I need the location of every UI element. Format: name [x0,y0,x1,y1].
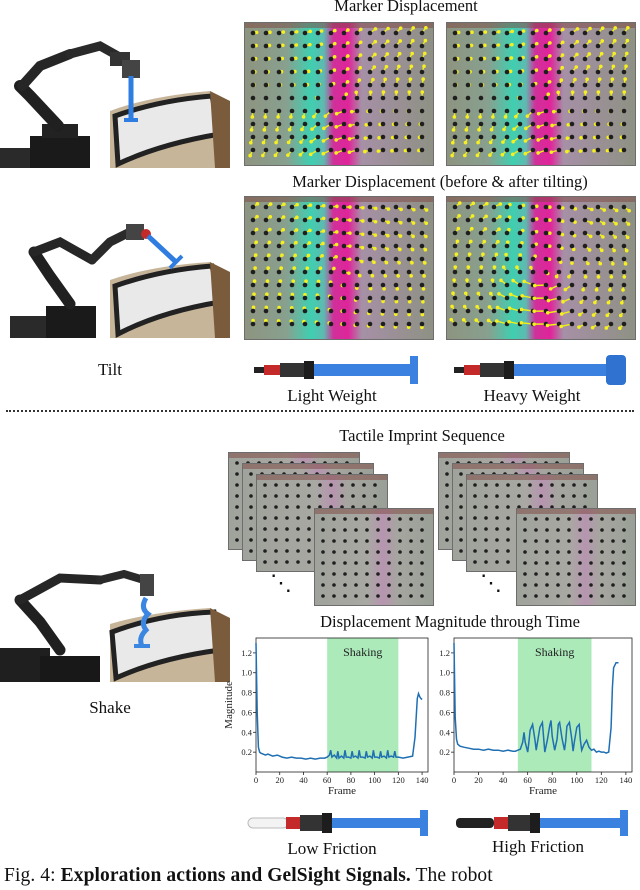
tool-light-weight-image [252,352,424,388]
title-marker-displacement-tilt: Marker Displacement (before & after tilt… [292,172,588,191]
shaking-region [327,638,399,772]
tool-low-friction-image [246,808,436,838]
robot-arm-image-top [0,16,232,168]
gelsight-marker-panel-1 [244,22,434,166]
label-high-friction: High Friction [491,837,585,856]
chart-low-friction: Shaking 0 20 40 60 80 100 120 140 0.2 0.4 0.6 0.8 1.0… [223,632,436,800]
label-light-weight: Light Weight [287,386,377,405]
x-tick-label: 40 [499,775,508,785]
x-tick-label: 140 [416,775,429,785]
caption-bold: Exploration actions and GelSight Signals… [60,865,411,886]
x-tick-label: 40 [299,775,308,785]
title-magnitude-time: Displacement Magnitude through Time [320,612,580,631]
label-shake: Shake [89,698,131,717]
x-tick-label: 120 [392,775,405,785]
x-tick-label: 80 [347,775,356,785]
x-tick-label: 20 [474,775,483,785]
x-tick-label: 60 [523,775,532,785]
y-tick-label: 0.8 [439,688,450,698]
dotted-separator [6,410,634,412]
y-tick-label: 0.6 [241,707,252,717]
x-tick-label: 20 [275,775,284,785]
series-line [453,642,619,754]
label-low-friction: Low Friction [287,839,377,858]
title-tactile-sequence: Tactile Imprint Sequence [339,426,505,445]
y-tick-label: 1.2 [241,648,252,658]
x-axis-label: Frame [328,785,356,797]
x-tick-label: 100 [570,775,583,785]
chart-high-friction: Shaking 0 20 40 60 80 100 120 140 0.2 0.4 0.6 0.8 1.0… [432,632,640,800]
gelsight-marker-panel-2 [446,22,636,166]
y-tick-label: 0.2 [241,747,252,757]
x-tick-label: 80 [548,775,557,785]
robot-arm-image-shake [0,552,232,682]
chart-high-friction-svg: Shaking 0 20 40 60 80 100 120 140 0.2 0.4 0.6 0.8 1.0… [439,637,633,797]
series-line [255,642,423,760]
tool-high-friction-image [454,808,634,838]
tactile-frame-left-4 [314,508,434,606]
tactile-frame-right-4 [516,508,636,606]
figure-caption: Fig. 4: Exploration actions and GelSight… [4,865,493,887]
gelsight-tilt-panel-2 [446,196,636,340]
y-tick-label: 0.2 [439,747,450,757]
robot-arm-image-tilt [0,196,232,339]
x-tick-label: 0 [254,775,258,785]
ellipsis-right: ⋱ [480,570,502,595]
x-tick-label: 100 [368,775,381,785]
x-tick-label: 60 [323,775,332,785]
y-tick-label: 0.4 [241,727,252,737]
label-heavy-weight: Heavy Weight [483,386,581,405]
tool-heavy-weight-image [452,352,628,388]
plot-frame [255,637,429,773]
y-tick-label: 1.0 [439,668,450,678]
label-tilt: Tilt [98,360,122,379]
x-axis-label: Frame [529,785,557,797]
shaking-label: Shaking [343,645,382,659]
title-marker-displacement: Marker Displacement [334,0,478,15]
y-tick-label: 1.2 [439,648,450,658]
x-tick-label: 0 [452,775,456,785]
y-tick-label: 0.4 [439,727,450,737]
ellipsis-left: ⋱ [270,570,292,595]
chart-low-friction-svg: Shaking 0 20 40 60 80 100 120 140 0.2 0.4 0.6 0.8 1.0… [223,637,429,797]
x-tick-label: 120 [595,775,608,785]
y-tick-label: 0.8 [241,688,252,698]
y-tick-label: 0.6 [439,707,450,717]
x-tick-label: 140 [619,775,632,785]
gelsight-tilt-panel-1 [244,196,434,340]
plot-frame [453,637,633,773]
caption-prefix: Fig. 4: [4,865,61,886]
caption-rest: The robot [410,865,493,886]
y-axis-label: Magnitude [224,681,235,729]
y-tick-label: 1.0 [241,668,252,678]
shaking-label: Shaking [535,645,574,659]
